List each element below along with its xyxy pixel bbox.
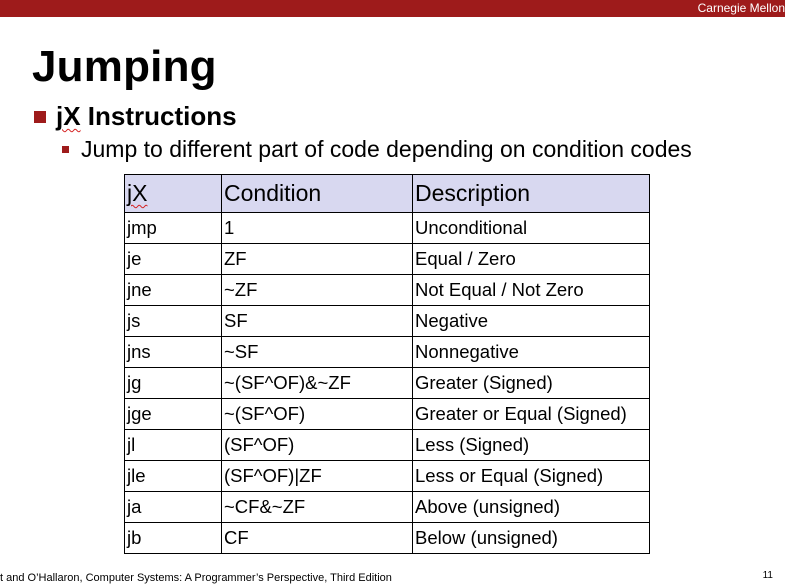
table-header-row: jX Condition Description xyxy=(124,174,650,213)
description-cell: Not Equal / Not Zero xyxy=(412,274,650,306)
instruction-cell: jge xyxy=(124,398,222,430)
brand-label: Carnegie Mellon xyxy=(697,1,785,15)
header-bar: Carnegie Mellon xyxy=(0,0,785,17)
condition-cell: ~ZF xyxy=(221,274,413,306)
header-cell-description: Description xyxy=(412,174,650,213)
bullet-level2-text: Jump to different part of code depending… xyxy=(81,136,692,162)
condition-cell: 1 xyxy=(221,212,413,244)
square-bullet-icon xyxy=(34,110,46,123)
instruction-cell: jne xyxy=(124,274,222,306)
condition-cell: SF xyxy=(221,305,413,337)
bullet-level1-text: jX Instructions xyxy=(56,101,237,132)
spellcheck-word: jX xyxy=(56,101,81,131)
condition-cell: ~(SF^OF)&~ZF xyxy=(221,367,413,399)
instruction-cell: jmp xyxy=(124,212,222,244)
instruction-cell: je xyxy=(124,243,222,275)
header-cell-condition: Condition xyxy=(221,174,413,213)
condition-cell: ~(SF^OF) xyxy=(221,398,413,430)
description-cell: Negative xyxy=(412,305,650,337)
instruction-cell: jb xyxy=(124,522,222,554)
description-cell: Less (Signed) xyxy=(412,429,650,461)
condition-cell: ~CF&~ZF xyxy=(221,491,413,523)
instruction-cell: jg xyxy=(124,367,222,399)
description-cell: Greater or Equal (Signed) xyxy=(412,398,650,430)
footer-citation: t and O’Hallaron, Computer Systems: A Pr… xyxy=(0,572,392,584)
instruction-cell: js xyxy=(124,305,222,337)
description-cell: Above (unsigned) xyxy=(412,491,650,523)
condition-cell: (SF^OF) xyxy=(221,429,413,461)
table-row: jl(SF^OF)Less (Signed) xyxy=(124,429,650,461)
condition-cell: ~SF xyxy=(221,336,413,368)
instruction-cell: jns xyxy=(124,336,222,368)
bullet-level2: Jump to different part of code depending… xyxy=(62,136,692,163)
bullet-level1: jX Instructions xyxy=(34,101,237,132)
table-row: jge~(SF^OF)Greater or Equal (Signed) xyxy=(124,398,650,430)
condition-cell: ZF xyxy=(221,243,413,275)
instruction-cell: jl xyxy=(124,429,222,461)
description-cell: Below (unsigned) xyxy=(412,522,650,554)
instruction-cell: jle xyxy=(124,460,222,492)
instruction-cell: ja xyxy=(124,491,222,523)
description-cell: Unconditional xyxy=(412,212,650,244)
header-cell-jx: jX xyxy=(124,174,222,213)
description-cell: Equal / Zero xyxy=(412,243,650,275)
slide-title: Jumping xyxy=(32,42,217,91)
page-number: 11 xyxy=(762,570,773,581)
square-bullet-icon xyxy=(62,146,69,153)
condition-cell: (SF^OF)|ZF xyxy=(221,460,413,492)
condition-cell: CF xyxy=(221,522,413,554)
description-cell: Less or Equal (Signed) xyxy=(412,460,650,492)
bullet-level1-rest: Instructions xyxy=(80,101,237,131)
description-cell: Greater (Signed) xyxy=(412,367,650,399)
description-cell: Nonnegative xyxy=(412,336,650,368)
